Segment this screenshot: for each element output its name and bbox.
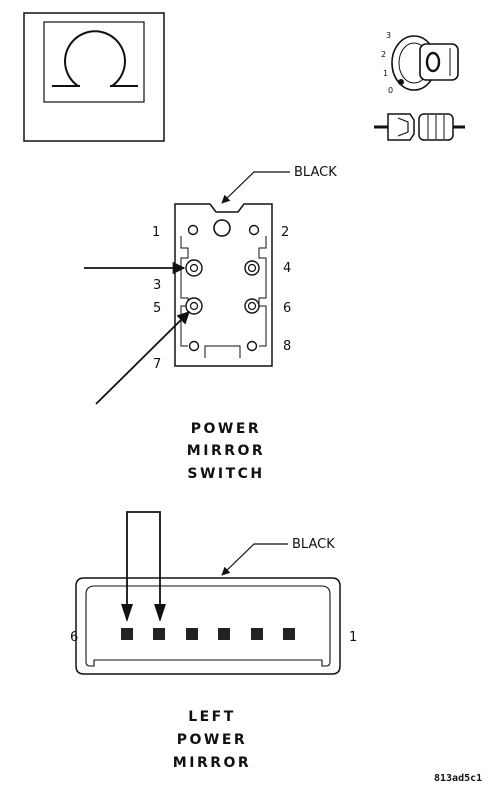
switch-color-callout: BLACK xyxy=(221,165,337,204)
switch-cavity-7 xyxy=(188,340,200,352)
mirror-title-line-2: POWER xyxy=(177,732,247,748)
switch-pin-7: 7 xyxy=(153,357,161,372)
ignition-key-icon: 3 2 1 0 xyxy=(381,31,459,95)
mirror-cavity-6 xyxy=(121,628,133,640)
mirror-connector xyxy=(75,577,341,675)
mirror-cavity-1 xyxy=(283,628,295,640)
ignition-pos-3: 3 xyxy=(386,31,391,40)
connector-icon xyxy=(374,113,465,141)
switch-pin-3: 3 xyxy=(153,278,161,293)
figure-code: 813ad5c1 xyxy=(434,773,482,784)
switch-pin-1: 1 xyxy=(152,225,160,240)
mirror-color-callout: BLACK xyxy=(221,537,335,576)
switch-cavity-2 xyxy=(248,224,260,236)
omega-icon xyxy=(23,12,165,142)
switch-color-label: BLACK xyxy=(294,165,337,180)
probe-arrow-pin-5 xyxy=(95,311,190,405)
mirror-pin-1: 1 xyxy=(349,630,357,645)
mirror-color-label: BLACK xyxy=(292,537,335,552)
switch-pin-2: 2 xyxy=(281,225,289,240)
switch-connector xyxy=(174,203,273,367)
mirror-cavity-5 xyxy=(153,628,165,640)
switch-pin-8: 8 xyxy=(283,339,291,354)
ignition-pos-0: 0 xyxy=(388,86,393,95)
mirror-pin-6: 6 xyxy=(70,630,78,645)
switch-cavity-1 xyxy=(187,224,199,236)
switch-title-line-3: SWITCH xyxy=(187,466,264,482)
switch-pin-6: 6 xyxy=(283,301,291,316)
mirror-probe-bracket xyxy=(121,511,166,622)
switch-pin-5: 5 xyxy=(153,301,161,316)
mirror-title-line-3: MIRROR xyxy=(173,755,251,771)
switch-pin-4: 4 xyxy=(283,261,291,276)
mirror-title-line-1: LEFT xyxy=(188,709,236,725)
mirror-cavity-3 xyxy=(218,628,230,640)
ignition-pos-2: 2 xyxy=(381,50,386,59)
switch-title-line-1: POWER xyxy=(191,421,261,437)
switch-cavity-8 xyxy=(246,340,258,352)
mirror-cavity-4 xyxy=(186,628,198,640)
mirror-cavity-2 xyxy=(251,628,263,640)
switch-title-line-2: MIRROR xyxy=(187,443,265,459)
ignition-pos-1: 1 xyxy=(383,69,388,78)
